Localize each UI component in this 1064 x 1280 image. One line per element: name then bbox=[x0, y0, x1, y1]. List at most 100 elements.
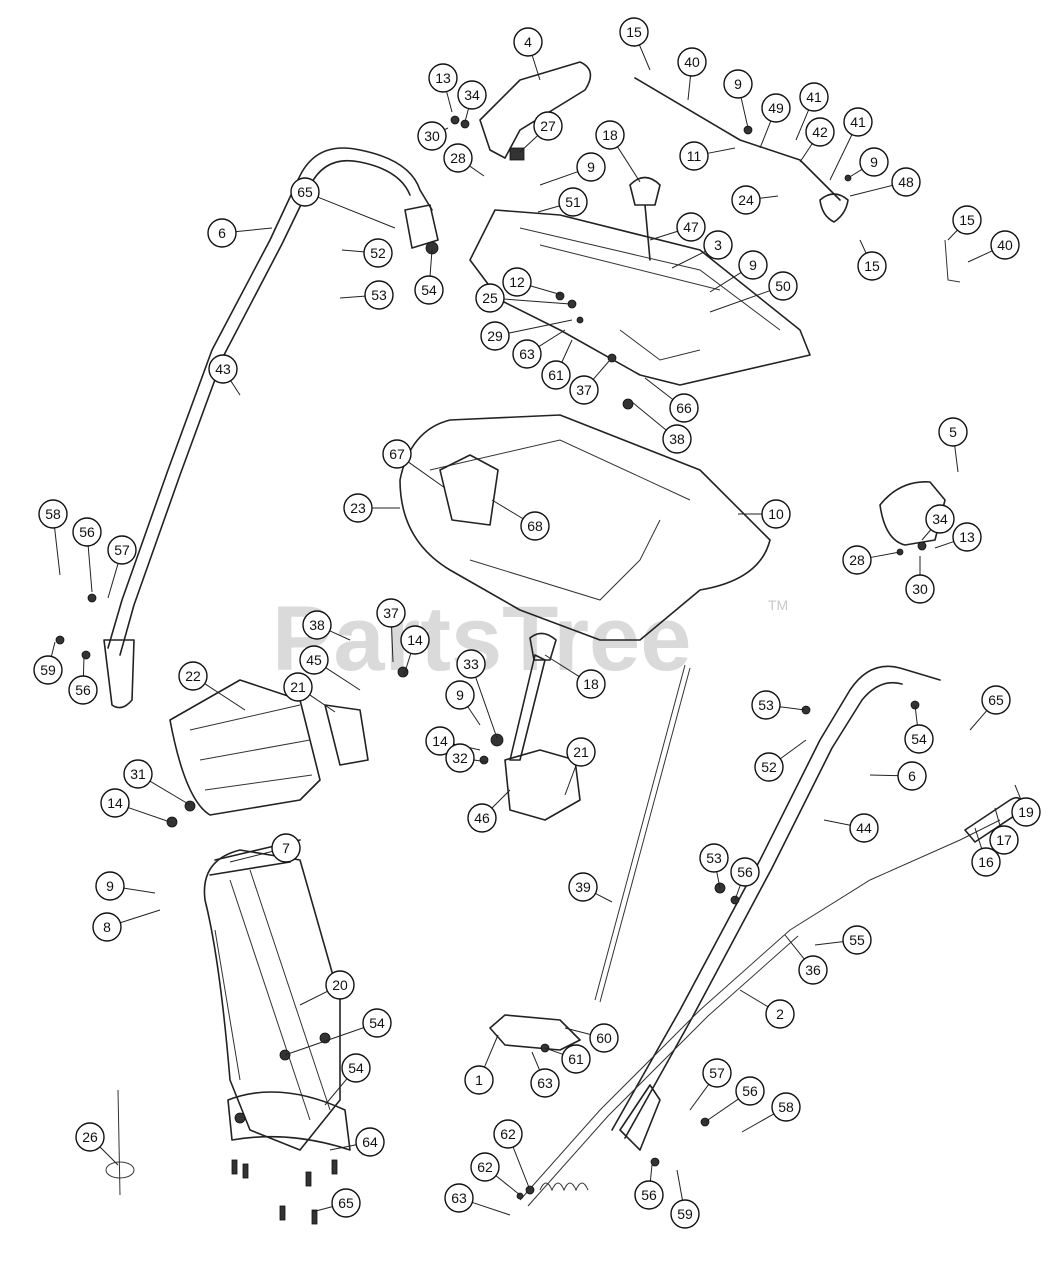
callout-12: 12 bbox=[502, 267, 563, 297]
chute-deflector-22 bbox=[169, 679, 321, 816]
callout-60: 60 bbox=[564, 1023, 619, 1053]
callout-label: 67 bbox=[389, 446, 405, 462]
callout-label: 8 bbox=[103, 919, 111, 935]
shift-lever-18-lower bbox=[509, 654, 546, 761]
leader-line bbox=[120, 909, 161, 924]
callout-circle bbox=[72, 517, 102, 547]
callout-9: 9 bbox=[709, 250, 768, 293]
callout-label: 65 bbox=[988, 692, 1004, 708]
leader-line bbox=[519, 135, 539, 153]
shift-knob-18-top bbox=[629, 176, 661, 261]
pointer-rod-26 bbox=[117, 1089, 121, 1196]
handle-clamp-65 bbox=[404, 204, 439, 249]
callout-42: 42 bbox=[799, 117, 835, 163]
callout-30: 30 bbox=[905, 556, 935, 604]
leader-line bbox=[429, 249, 433, 277]
callout-circle bbox=[445, 743, 475, 773]
leader-line bbox=[859, 239, 867, 254]
leader-line bbox=[107, 563, 119, 599]
callout-58: 58 bbox=[741, 1092, 801, 1133]
callout-label: 9 bbox=[587, 159, 595, 175]
callout-54: 54 bbox=[904, 704, 934, 754]
callout-circle bbox=[765, 999, 795, 1029]
callout-57: 57 bbox=[689, 1058, 732, 1111]
leader-line bbox=[784, 934, 805, 960]
callout-65: 65 bbox=[290, 177, 396, 229]
callout-label: 33 bbox=[463, 656, 479, 672]
callout-circle bbox=[533, 111, 563, 141]
callout-62: 62 bbox=[493, 1119, 531, 1191]
leader-line bbox=[128, 807, 171, 823]
callout-circle bbox=[669, 393, 699, 423]
callout-circle bbox=[33, 655, 63, 685]
leader-line bbox=[631, 401, 667, 431]
leader-line bbox=[531, 55, 541, 81]
callout-label: 62 bbox=[477, 1159, 493, 1175]
callout-label: 55 bbox=[849, 932, 865, 948]
callout-66: 66 bbox=[644, 377, 699, 423]
callout-circle bbox=[842, 545, 872, 575]
chute-deflector-22-lines bbox=[189, 704, 313, 791]
leader-line bbox=[530, 285, 563, 296]
callout-label: 34 bbox=[464, 87, 480, 103]
leader-line bbox=[472, 1201, 511, 1216]
callout-circle bbox=[738, 250, 768, 280]
callout-circle bbox=[799, 82, 829, 112]
callout-14: 14 bbox=[100, 788, 171, 823]
callout-circle bbox=[568, 872, 598, 902]
callout-label: 38 bbox=[669, 431, 685, 447]
leader-line bbox=[467, 706, 481, 726]
callout-label: 68 bbox=[527, 518, 543, 534]
leader-line bbox=[780, 739, 807, 760]
callout-circle bbox=[464, 1065, 494, 1095]
callout-38: 38 bbox=[302, 610, 351, 641]
callout-circle bbox=[805, 117, 835, 147]
callout-63: 63 bbox=[512, 329, 566, 369]
leader-line bbox=[87, 545, 93, 593]
callout-circle bbox=[467, 803, 497, 833]
callout-37: 37 bbox=[569, 359, 611, 405]
callout-label: 56 bbox=[742, 1083, 758, 1099]
callout-32: 32 bbox=[445, 743, 489, 773]
callout-circle bbox=[990, 230, 1020, 260]
callout-8: 8 bbox=[92, 909, 161, 942]
callout-label: 29 bbox=[487, 328, 503, 344]
callout-circle bbox=[382, 439, 412, 469]
leader-line bbox=[403, 653, 412, 676]
leader-line bbox=[469, 165, 485, 177]
callout-9: 9 bbox=[445, 680, 481, 726]
callout-circle bbox=[475, 283, 505, 313]
callout-circle bbox=[859, 147, 889, 177]
callout-13: 13 bbox=[934, 522, 982, 552]
leader-line bbox=[544, 654, 580, 677]
leader-line bbox=[230, 380, 241, 396]
leader-line bbox=[649, 1164, 653, 1182]
callout-circle bbox=[619, 17, 649, 47]
callout-label: 23 bbox=[350, 500, 366, 516]
callout-37: 37 bbox=[376, 598, 406, 663]
leader-line bbox=[329, 1144, 357, 1151]
leader-line bbox=[299, 990, 328, 1006]
callout-circle bbox=[443, 143, 473, 173]
callout-circle bbox=[283, 672, 313, 702]
callout-circle bbox=[576, 669, 606, 699]
callout-circle bbox=[735, 1076, 765, 1106]
callout-24: 24 bbox=[731, 185, 779, 215]
callout-circle bbox=[905, 574, 935, 604]
callout-circle bbox=[457, 80, 487, 110]
rod-end-40-right bbox=[944, 239, 961, 283]
callout-label: 6 bbox=[218, 225, 226, 241]
callout-6: 6 bbox=[207, 218, 273, 248]
washer-26 bbox=[105, 1161, 135, 1179]
callout-label: 63 bbox=[537, 1075, 553, 1091]
leader-line bbox=[329, 630, 351, 641]
callout-45: 45 bbox=[299, 645, 361, 691]
leader-line bbox=[759, 120, 772, 149]
leader-line bbox=[537, 205, 560, 213]
callout-circle bbox=[558, 187, 588, 217]
callout-circle bbox=[981, 685, 1011, 715]
callout-33: 33 bbox=[456, 649, 498, 739]
leader-line bbox=[847, 168, 863, 179]
